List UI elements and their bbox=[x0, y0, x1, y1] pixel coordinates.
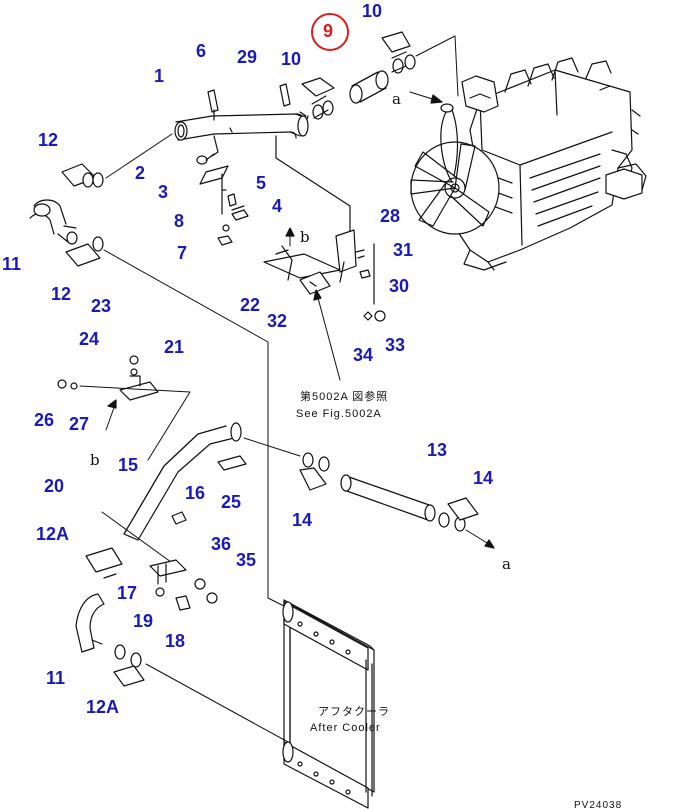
callout-4[interactable]: 4 bbox=[272, 196, 283, 216]
view-letter-a-top: a bbox=[392, 90, 401, 108]
callout-12-top[interactable]: 12 bbox=[38, 130, 59, 150]
callout-29[interactable]: 29 bbox=[237, 47, 258, 67]
callout-35[interactable]: 35 bbox=[236, 550, 257, 570]
callout-20[interactable]: 20 bbox=[44, 476, 65, 496]
view-letter-b-bottom: b bbox=[90, 451, 100, 469]
callout-2[interactable]: 2 bbox=[135, 163, 146, 183]
callout-3[interactable]: 3 bbox=[158, 182, 169, 202]
callout-12A-top[interactable]: 12A bbox=[36, 524, 70, 544]
callout-15[interactable]: 15 bbox=[118, 455, 139, 475]
callout-31[interactable]: 31 bbox=[393, 240, 414, 260]
left-hose-11-top bbox=[29, 133, 289, 609]
callout-30[interactable]: 30 bbox=[389, 276, 410, 296]
callout-25[interactable]: 25 bbox=[221, 492, 242, 512]
callout-11-bottom[interactable]: 11 bbox=[46, 668, 66, 688]
callout-1[interactable]: 1 bbox=[154, 66, 165, 86]
middle-pipe bbox=[57, 355, 330, 571]
center-bracket-group bbox=[263, 227, 386, 381]
callout-12A-bottom[interactable]: 12A bbox=[86, 697, 120, 717]
callout-26[interactable]: 26 bbox=[34, 410, 55, 430]
lower-bracket-group bbox=[85, 547, 218, 611]
callout-5[interactable]: 5 bbox=[256, 173, 267, 193]
callout-11-top[interactable]: 11 bbox=[2, 254, 22, 274]
callout-12-bottom[interactable]: 12 bbox=[51, 284, 72, 304]
callout-27[interactable]: 27 bbox=[69, 414, 90, 434]
view-letter-a-bottom: a bbox=[502, 555, 511, 573]
callout-10-right[interactable]: 10 bbox=[362, 1, 383, 21]
see-fig-note-en: See Fig.5002A bbox=[296, 408, 382, 420]
callout-10-left[interactable]: 10 bbox=[281, 49, 302, 69]
figure-code: PV24038 bbox=[574, 800, 623, 809]
aftercooler-label-jp: アフタクーラ bbox=[318, 706, 390, 718]
callout-21[interactable]: 21 bbox=[164, 337, 185, 357]
callout-16[interactable]: 16 bbox=[185, 483, 206, 503]
callout-6[interactable]: 6 bbox=[196, 41, 207, 61]
view-letter-b-top: b bbox=[300, 228, 310, 246]
callout-24[interactable]: 24 bbox=[79, 329, 100, 349]
callout-7[interactable]: 7 bbox=[177, 243, 188, 263]
callout-23[interactable]: 23 bbox=[91, 296, 112, 316]
left-hose-11-bottom bbox=[75, 593, 289, 743]
callout-32[interactable]: 32 bbox=[267, 311, 288, 331]
callout-8[interactable]: 8 bbox=[174, 211, 185, 231]
callout-22[interactable]: 22 bbox=[240, 295, 261, 315]
callout-13[interactable]: 13 bbox=[427, 440, 448, 460]
callout-28[interactable]: 28 bbox=[380, 206, 401, 226]
callout-14-right[interactable]: 14 bbox=[473, 468, 494, 488]
aftercooler bbox=[282, 599, 375, 809]
callout-36[interactable]: 36 bbox=[211, 534, 232, 554]
callout-34[interactable]: 34 bbox=[353, 345, 374, 365]
callout-9[interactable]: 9 bbox=[323, 21, 334, 41]
callout-17[interactable]: 17 bbox=[117, 583, 138, 603]
callout-19[interactable]: 19 bbox=[133, 611, 154, 631]
bolts-upper-group bbox=[199, 165, 249, 246]
highlight-ring bbox=[311, 13, 349, 51]
aftercooler-label-en: After Cooler bbox=[310, 722, 381, 734]
hose-13-group bbox=[340, 474, 495, 549]
hose-9-group bbox=[207, 31, 459, 121]
callout-18[interactable]: 18 bbox=[165, 631, 186, 651]
see-fig-note-jp: 第5002A 図参照 bbox=[300, 391, 389, 403]
engine-illustration bbox=[409, 57, 647, 271]
callout-14-left[interactable]: 14 bbox=[292, 510, 313, 530]
upper-pipe bbox=[174, 111, 351, 241]
callout-33[interactable]: 33 bbox=[385, 335, 406, 355]
